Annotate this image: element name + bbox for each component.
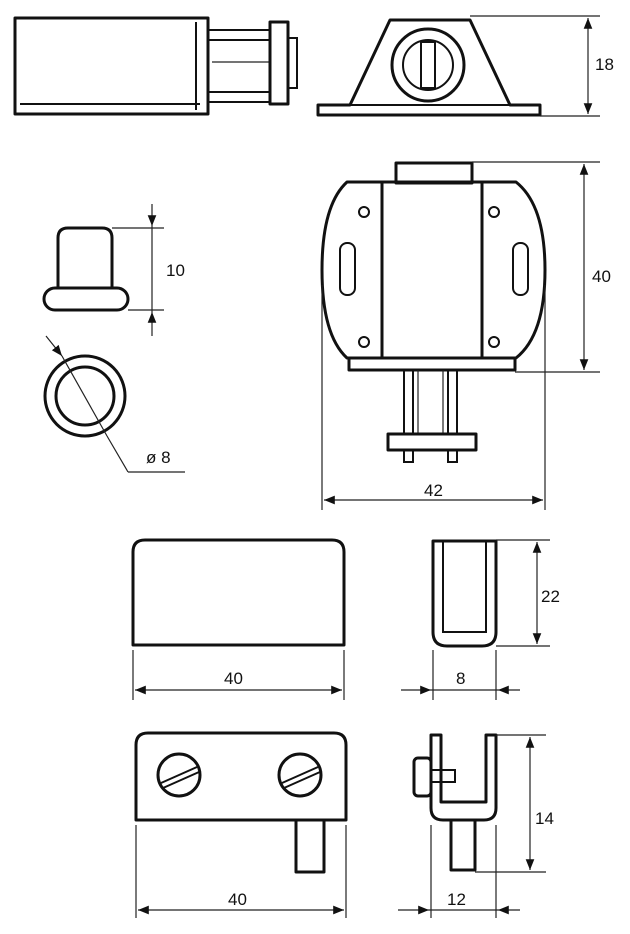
dim-40-strike-label: 40 bbox=[224, 669, 243, 688]
dim-10: 10 bbox=[112, 204, 185, 336]
bracket-end-view bbox=[316, 18, 542, 117]
dim-12-label: 12 bbox=[447, 890, 466, 909]
strike-front-view bbox=[131, 538, 346, 647]
plunger-top-view bbox=[43, 354, 127, 438]
dim-12: 12 bbox=[398, 825, 520, 918]
dim-10-label: 10 bbox=[166, 261, 185, 280]
dim-diameter-8-label: ø 8 bbox=[146, 448, 171, 467]
dim-40-strike: 40 bbox=[132, 650, 345, 700]
dim-14-label: 14 bbox=[535, 809, 554, 828]
dim-22-label: 22 bbox=[541, 587, 560, 606]
dim-40-vertical: 40 bbox=[472, 161, 611, 373]
strike-side-view bbox=[431, 539, 498, 648]
dim-42-label: 42 bbox=[424, 481, 443, 500]
latch-front-view bbox=[320, 161, 547, 463]
dim-18: 18 bbox=[470, 15, 614, 117]
latch-side-view bbox=[13, 16, 298, 116]
dim-diameter-8: ø 8 bbox=[45, 335, 185, 473]
dim-8-label: 8 bbox=[456, 669, 465, 688]
dim-8: 8 bbox=[401, 650, 520, 700]
dim-42: 42 bbox=[321, 285, 546, 510]
dim-14: 14 bbox=[475, 734, 554, 873]
dim-40-bottom: 40 bbox=[135, 825, 347, 918]
dim-18-label: 18 bbox=[595, 55, 614, 74]
mounting-plate-front-view bbox=[134, 731, 348, 874]
plunger-side-view bbox=[42, 226, 130, 312]
dim-40-bottom-label: 40 bbox=[228, 890, 247, 909]
bracket-side-view bbox=[412, 733, 498, 872]
dim-22: 22 bbox=[496, 539, 560, 647]
dim-40-vertical-label: 40 bbox=[592, 267, 611, 286]
